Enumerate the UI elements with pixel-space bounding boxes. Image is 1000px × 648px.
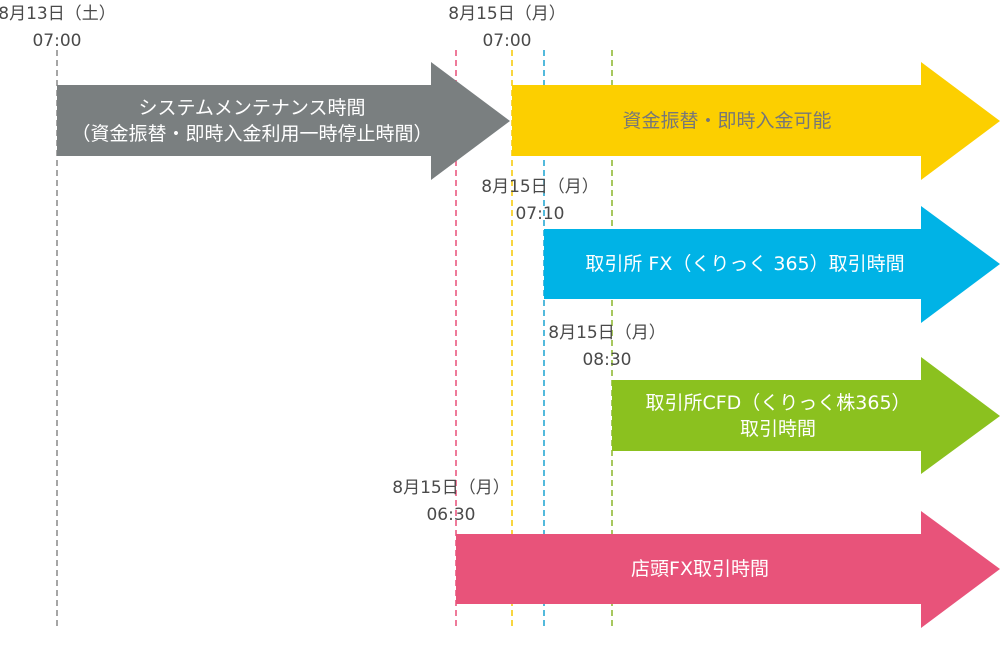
exchange-fx-label: 取引所 FX（くりっく 365）取引時間 xyxy=(585,251,904,277)
exchange-fx-arrow xyxy=(544,206,1000,323)
exchange-cfd-arrow xyxy=(612,357,1000,474)
transfer-available-title: 資金振替・即時入金可能 xyxy=(622,110,832,132)
marker-time: 07:10 xyxy=(515,204,565,224)
otc-fx-label: 店頭FX取引時間 xyxy=(631,556,769,582)
exchange-cfd-title: 取引所CFD（くりっく株365） xyxy=(645,392,911,414)
maintenance-title: システムメンテナンス時間 xyxy=(138,97,366,119)
marker-date: 8月15日（月） xyxy=(448,4,566,24)
marker-label-0815-0630: 8月15日（月） 06:30 xyxy=(392,476,509,527)
exchange-cfd-subtitle: 取引時間 xyxy=(739,418,816,440)
maintenance-subtitle: （資金振替・即時入金利用一時停止時間） xyxy=(71,123,433,145)
marker-time: 06:30 xyxy=(426,505,476,525)
marker-time: 07:00 xyxy=(32,31,82,51)
otc-fx-arrow xyxy=(456,511,1000,628)
exchange-cfd-label: 取引所CFD（くりっく株365） 取引時間 xyxy=(645,390,910,442)
marker-label-0813-0700: 8月13日（土） 07:00 xyxy=(0,2,116,53)
marker-label-0815-0830: 8月15日（月） 08:30 xyxy=(548,321,665,372)
marker-label-0815-0710: 8月15日（月） 07:10 xyxy=(481,175,598,226)
maintenance-arrow xyxy=(57,62,510,180)
marker-date: 8月15日（月） xyxy=(548,323,666,343)
otc-fx-title: 店頭FX取引時間 xyxy=(631,558,769,580)
transfer-available-label: 資金振替・即時入金可能 xyxy=(622,108,831,134)
marker-date: 8月15日（月） xyxy=(481,177,599,197)
marker-date: 8月15日（月） xyxy=(392,478,510,498)
marker-time: 07:00 xyxy=(482,31,532,51)
marker-time: 08:30 xyxy=(582,350,632,370)
transfer-available-arrow xyxy=(512,62,1000,180)
marker-label-0815-0700: 8月15日（月） 07:00 xyxy=(448,2,565,53)
exchange-fx-title: 取引所 FX（くりっく 365）取引時間 xyxy=(585,253,905,275)
marker-date: 8月13日（土） xyxy=(0,4,116,24)
maintenance-arrow-label: システムメンテナンス時間 （資金振替・即時入金利用一時停止時間） xyxy=(71,95,432,147)
